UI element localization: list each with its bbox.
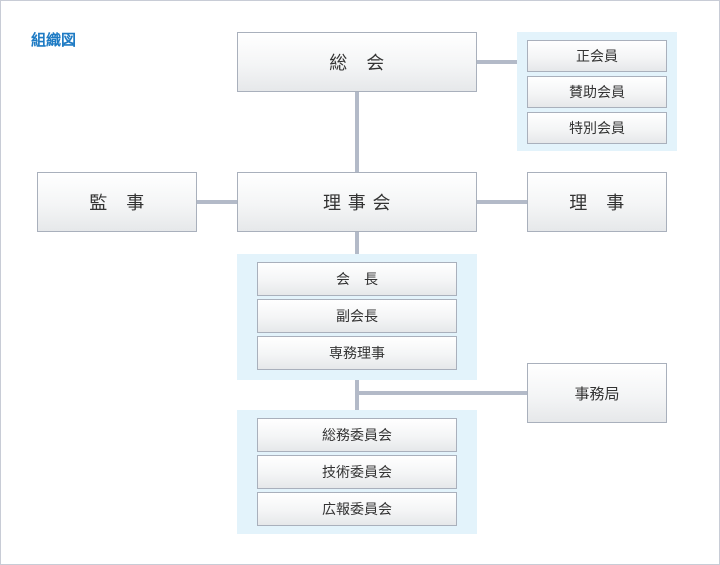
officer-item-executive-director: 専務理事 <box>257 336 457 370</box>
officer-item-president: 会 長 <box>257 262 457 296</box>
connector-board-officers <box>355 231 359 254</box>
membership-item-special: 特別会員 <box>527 112 667 144</box>
auditor-box: 監 事 <box>37 172 197 232</box>
connector-board-director <box>476 200 528 204</box>
board-box: 理 事 会 <box>237 172 477 232</box>
membership-item-regular: 正会員 <box>527 40 667 72</box>
committee-item-technical: 技術委員会 <box>257 455 457 489</box>
secretariat-box: 事務局 <box>527 363 667 423</box>
diagram-title: 組織図 <box>31 31 77 49</box>
connector-assembly-board <box>355 91 359 173</box>
connector-assembly-membership <box>476 60 518 64</box>
director-box: 理 事 <box>527 172 667 232</box>
connector-auditor-board <box>196 200 238 204</box>
connector-officers-committees <box>355 379 359 410</box>
membership-item-supporting: 賛助会員 <box>527 76 667 108</box>
committee-item-general-affairs: 総務委員会 <box>257 418 457 452</box>
committee-item-public-relations: 広報委員会 <box>257 492 457 526</box>
connector-secretariat <box>359 391 528 395</box>
general-assembly-box: 総 会 <box>237 32 477 92</box>
officer-item-vice-president: 副会長 <box>257 299 457 333</box>
